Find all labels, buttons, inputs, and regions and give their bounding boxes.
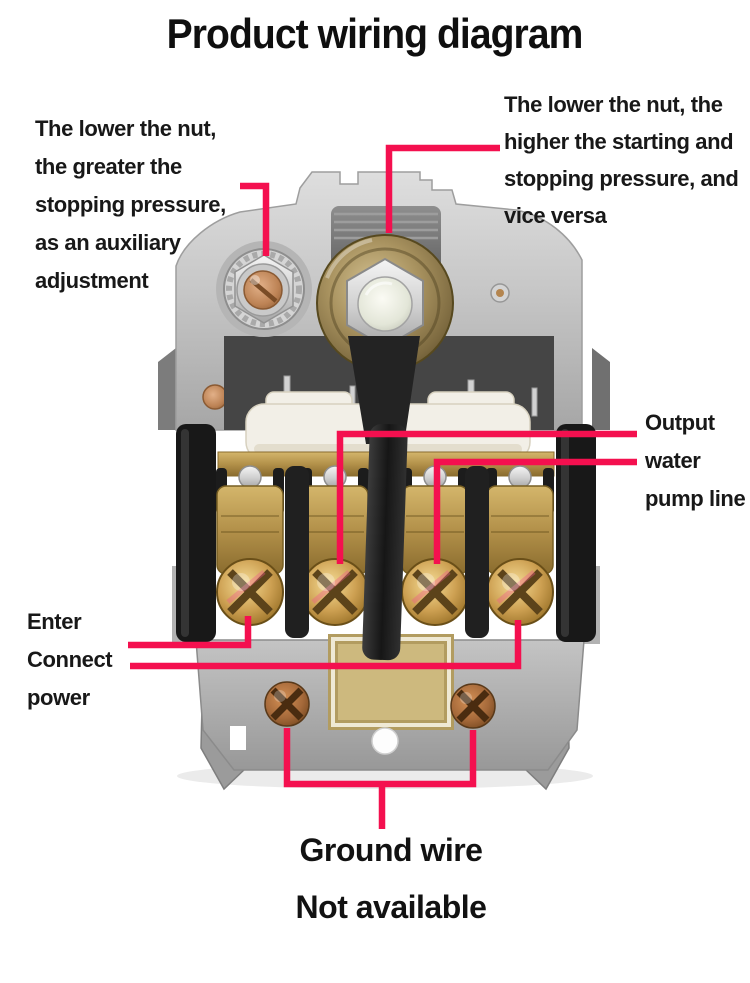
- annotation-line: Ground wire: [299, 832, 483, 868]
- annotation-line: The lower the nut, the: [504, 92, 723, 117]
- terminal-screw-power-1: [216, 465, 284, 626]
- nameplate-label: [328, 634, 454, 730]
- plastic-rail-left: [176, 424, 216, 642]
- bracket-side-left: [158, 348, 176, 430]
- annotation-line: The lower the nut,: [35, 116, 217, 141]
- leader-aux-nut: [240, 182, 270, 256]
- annotation-line: the greater the: [35, 154, 182, 179]
- leader-main-nut: [385, 144, 500, 233]
- page-title-text: Product wiring diagram: [167, 10, 584, 57]
- annotation-line: as an auxiliary: [35, 230, 181, 255]
- plastic-divider-1: [285, 466, 309, 638]
- ground-screw-left: [264, 681, 310, 727]
- page-title: Product wiring diagram: [0, 10, 750, 58]
- annotation-right-nut: The lower the nut, the higher the starti…: [504, 86, 739, 234]
- leader-ground: [283, 728, 477, 829]
- terminal-screw-pump-1: [301, 465, 369, 626]
- plastic-rail-right: [556, 424, 596, 642]
- leader-enter-1: [128, 616, 252, 649]
- base-hole: [371, 727, 399, 755]
- bracket-side-right: [592, 348, 610, 430]
- ground-screw-right: [450, 683, 496, 729]
- bracket-screw-right-center: [496, 289, 504, 297]
- annotation-line: stopping pressure, and: [504, 166, 739, 191]
- annotation-line: vice versa: [504, 203, 607, 228]
- annotation-line: pump line: [645, 486, 746, 511]
- annotation-line: water: [645, 448, 701, 473]
- annotation-line: Connect: [27, 647, 113, 672]
- bracket-screw-left: [202, 384, 228, 410]
- annotation-enter-power: Enter Connect power: [27, 603, 113, 717]
- terminal-block: [176, 424, 596, 642]
- annotation-line: Not available: [295, 889, 487, 925]
- annotation-ground-wire: Ground wire Not available: [191, 822, 591, 936]
- pressure-lever: [348, 336, 420, 661]
- annotation-line: Output: [645, 410, 715, 435]
- leader-enter-2: [130, 620, 522, 670]
- auxiliary-adjustment-nut: [216, 241, 312, 337]
- leader-output-2: [433, 458, 637, 564]
- annotation-line: Enter: [27, 609, 82, 634]
- plastic-divider-2: [465, 466, 489, 638]
- leader-output-1: [336, 430, 637, 564]
- terminal-screw-power-2: [486, 465, 554, 626]
- base-cutout: [230, 726, 246, 750]
- annotation-left-nut: The lower the nut, the greater the stopp…: [35, 110, 226, 300]
- adjustment-stud: [357, 276, 413, 332]
- annotation-line: stopping pressure,: [35, 192, 226, 217]
- annotation-line: higher the starting and: [504, 129, 734, 154]
- annotation-output: Output water pump line: [645, 404, 746, 518]
- screw-slot: [249, 278, 278, 303]
- leader-lines: [128, 144, 637, 829]
- annotation-line: adjustment: [35, 268, 149, 293]
- base-housing: [172, 566, 600, 791]
- annotation-line: power: [27, 685, 90, 710]
